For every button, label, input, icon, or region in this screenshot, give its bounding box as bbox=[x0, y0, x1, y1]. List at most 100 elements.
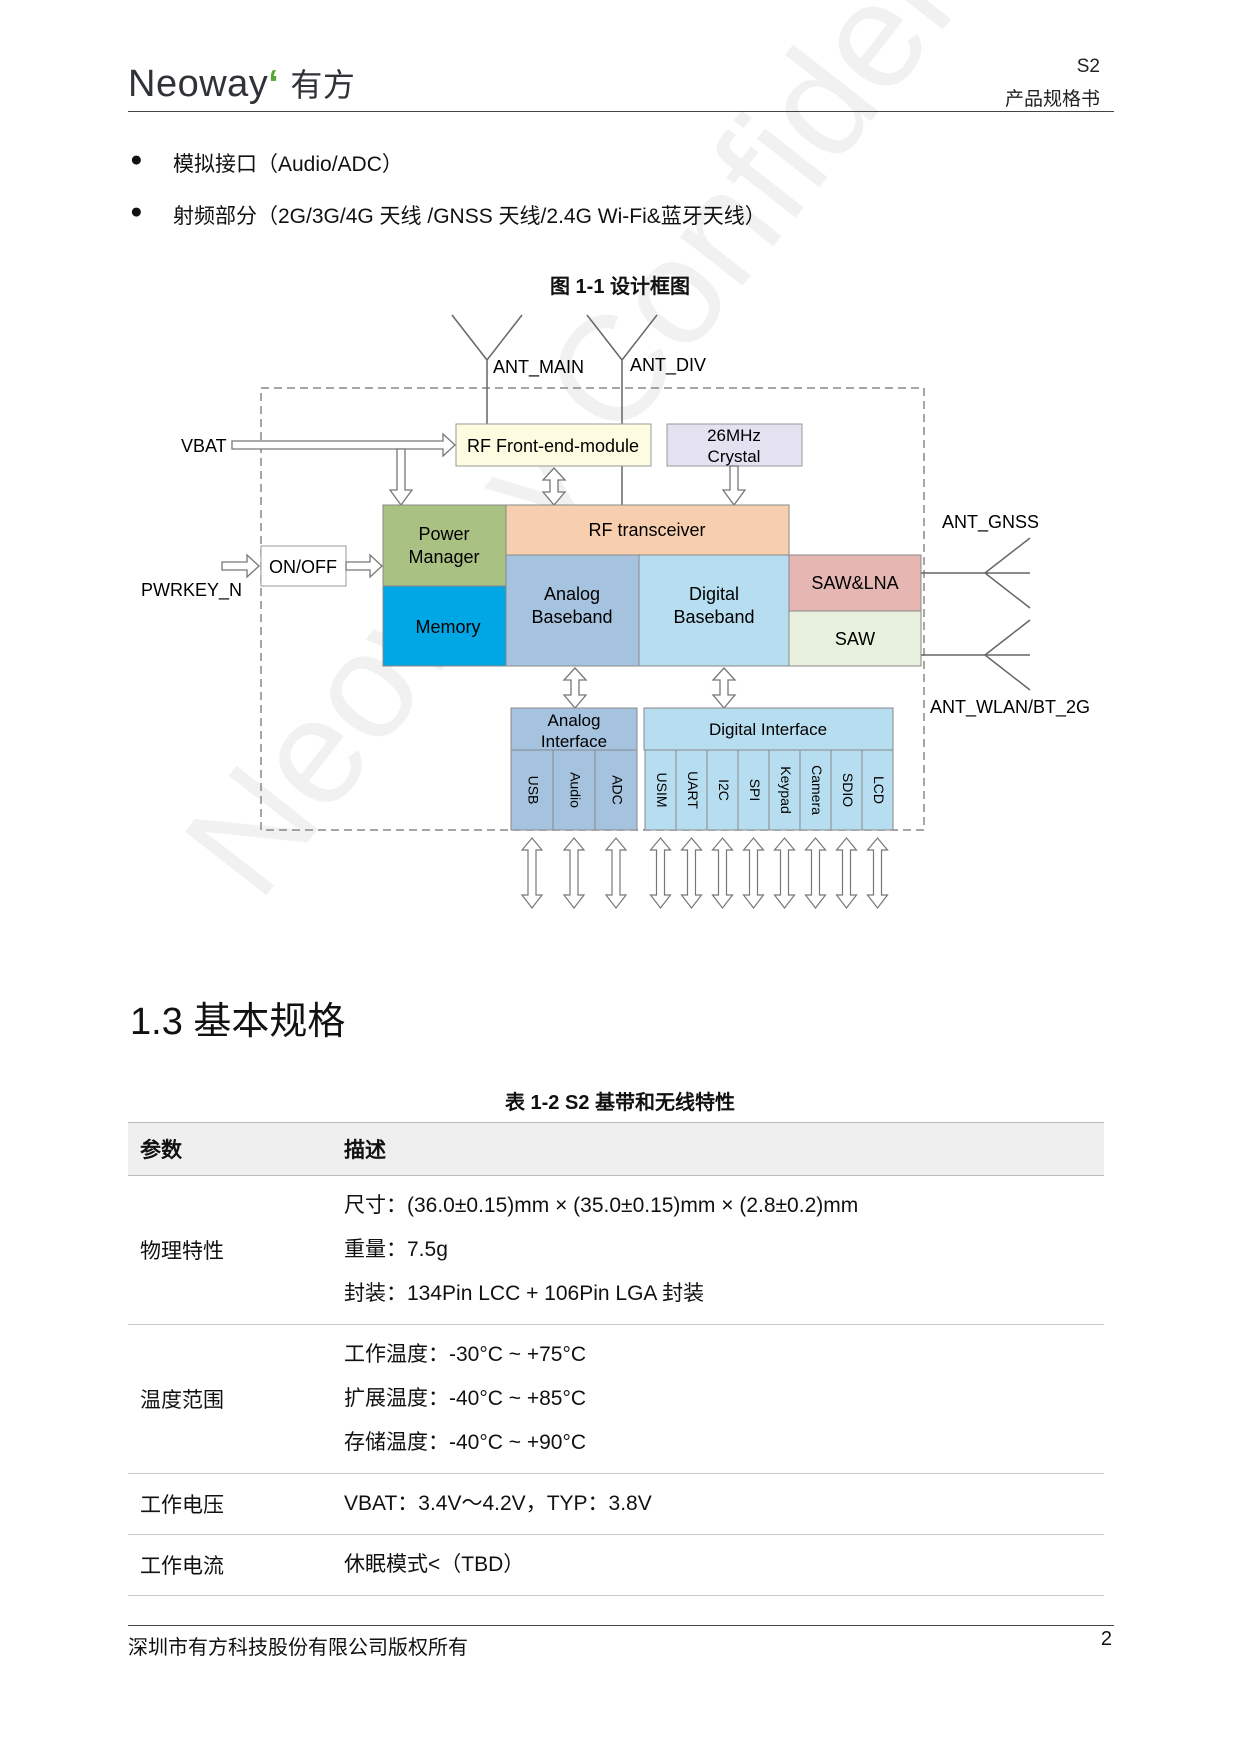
logo-text: Neoway bbox=[128, 63, 269, 105]
analog-if-label-1: Analog bbox=[548, 711, 601, 730]
port-label: UART bbox=[685, 771, 701, 809]
logo-accent-icon: ‘ bbox=[268, 63, 280, 105]
row-desc: 尺寸：(36.0±0.15)mm × (35.0±0.15)mm × (2.8±… bbox=[332, 1175, 1104, 1325]
port-label: Keypad bbox=[778, 766, 794, 813]
row-param: 物理特性 bbox=[128, 1175, 332, 1325]
desc-line: 尺寸：(36.0±0.15)mm × (35.0±0.15)mm × (2.8±… bbox=[344, 1194, 859, 1217]
port-cell bbox=[552, 749, 596, 831]
port-cell bbox=[737, 749, 770, 831]
row-param: 工作电压 bbox=[128, 1473, 332, 1535]
digital-baseband-block bbox=[638, 554, 790, 667]
header-desc: 描述 bbox=[332, 1122, 1104, 1176]
ant-main-label: ANT_MAIN bbox=[493, 357, 584, 378]
company-logo: Neoway‘ 有方 bbox=[128, 60, 355, 106]
crystal-label-2: Crystal bbox=[708, 447, 761, 466]
digital-bb-label-2: Baseband bbox=[673, 607, 754, 627]
saw-label: SAW bbox=[835, 629, 875, 649]
desc-line: 封装：134Pin LCC + 106Pin LGA 封装 bbox=[344, 1282, 705, 1305]
port-io-arrow bbox=[742, 837, 765, 909]
desc-line: 重量：7.5g bbox=[344, 1238, 448, 1261]
rf-fem-label: RF Front-end-module bbox=[467, 436, 639, 456]
fem-transceiver-arrow bbox=[541, 467, 567, 507]
spec-table: 参数 描述 物理特性 尺寸：(36.0±0.15)mm × (35.0±0.15… bbox=[128, 1122, 1104, 1596]
port-io-arrow bbox=[804, 837, 827, 909]
desc-line: 存储温度：-40°C ~ +90°C bbox=[344, 1431, 587, 1454]
power-label-1: Power bbox=[418, 524, 469, 544]
digital-bb-label-1: Digital bbox=[689, 584, 739, 604]
ant-div-icon bbox=[586, 314, 658, 505]
vbat-arrow bbox=[231, 432, 456, 458]
desc-line: 工作温度：-30°C ~ +75°C bbox=[344, 1343, 587, 1366]
table-row: 工作电流 休眠模式<（TBD） bbox=[128, 1534, 1104, 1596]
port-cell bbox=[594, 749, 638, 831]
row-desc: 工作温度：-30°C ~ +75°C 扩展温度：-40°C ~ +85°C 存储… bbox=[332, 1324, 1104, 1474]
ant-gnss-icon bbox=[921, 537, 1031, 609]
port-cell bbox=[510, 749, 554, 831]
analog-if-label-2: Interface bbox=[541, 732, 607, 751]
desc-line: VBAT：3.4V～4.2V，TYP：3.8V bbox=[344, 1492, 652, 1515]
table-caption: 表 1-2 S2 基带和无线特性 bbox=[504, 1092, 736, 1114]
memory-block bbox=[382, 585, 507, 667]
analog-baseband-block bbox=[505, 554, 640, 667]
port-label: USB bbox=[525, 776, 541, 805]
crystal-block bbox=[666, 423, 803, 467]
ant-main-icon bbox=[451, 314, 523, 425]
bullet-dot: ● bbox=[130, 148, 143, 171]
port-label: I2C bbox=[716, 779, 732, 801]
port-label: Camera bbox=[809, 765, 825, 815]
port-label: SDIO bbox=[840, 773, 856, 807]
port-label: USIM bbox=[654, 773, 670, 808]
port-io-arrow bbox=[649, 837, 672, 909]
analog-interface-block bbox=[510, 707, 638, 751]
table-row: 工作电压 VBAT：3.4V～4.2V，TYP：3.8V bbox=[128, 1473, 1104, 1535]
port-io-arrow bbox=[711, 837, 734, 909]
logo-cn: 有方 bbox=[290, 66, 356, 104]
rf-fem-block bbox=[455, 423, 652, 467]
header-divider bbox=[128, 111, 1114, 112]
row-desc: VBAT：3.4V～4.2V，TYP：3.8V bbox=[332, 1473, 1104, 1535]
footer-divider bbox=[128, 1625, 1114, 1626]
ant-wlan-label: ANT_WLAN/BT_2G bbox=[930, 697, 1090, 718]
port-io-arrow bbox=[520, 837, 544, 909]
page-number: 2 bbox=[1100, 1628, 1112, 1650]
section-title: 1.3 基本规格 bbox=[130, 1001, 346, 1043]
port-label: LCD bbox=[871, 776, 887, 804]
digital-if-label: Digital Interface bbox=[709, 720, 827, 739]
design-block-diagram: ANT_MAIN ANT_DIV VBAT RF Front-end-modul… bbox=[141, 314, 1090, 909]
bullet-item: 射频部分（2G/3G/4G 天线 /GNSS 天线/2.4G Wi-Fi&蓝牙天… bbox=[173, 205, 766, 228]
onoff-label: ON/OFF bbox=[269, 557, 337, 577]
port-io-arrow bbox=[773, 837, 796, 909]
crystal-transceiver-arrow bbox=[721, 465, 747, 507]
port-io-arrow bbox=[835, 837, 858, 909]
header-param: 参数 bbox=[128, 1122, 332, 1176]
onoff-arrow bbox=[345, 553, 383, 579]
pwrkey-label: PWRKEY_N bbox=[141, 580, 242, 601]
ant-wlan-icon bbox=[921, 619, 1031, 691]
port-label: SPI bbox=[747, 779, 763, 802]
desc-line: 扩展温度：-40°C ~ +85°C bbox=[344, 1387, 587, 1410]
port-cell bbox=[768, 749, 801, 831]
table-row: 物理特性 尺寸：(36.0±0.15)mm × (35.0±0.15)mm × … bbox=[128, 1175, 1104, 1325]
port-io-arrow bbox=[562, 837, 586, 909]
port-cell bbox=[861, 749, 894, 831]
vbat-label: VBAT bbox=[181, 436, 227, 456]
ant-gnss-label: ANT_GNSS bbox=[942, 512, 1039, 533]
row-desc: 休眠模式<（TBD） bbox=[332, 1534, 1104, 1596]
digital-ports: USIM UART I2C SPI Keypad Camera SDIO LCD bbox=[644, 749, 894, 831]
port-io-arrow bbox=[604, 837, 628, 909]
port-io-arrow bbox=[866, 837, 889, 909]
port-label: ADC bbox=[609, 775, 625, 805]
bullet-item: 模拟接口（Audio/ADC） bbox=[173, 153, 403, 176]
vbat-down-arrow bbox=[388, 448, 414, 507]
analog-bb-label-2: Baseband bbox=[531, 607, 612, 627]
header-product: S2 bbox=[1076, 56, 1100, 77]
crystal-label-1: 26MHz bbox=[707, 426, 761, 445]
digital-interface-block bbox=[643, 707, 894, 751]
analog-ports: USB Audio ADC bbox=[510, 749, 638, 831]
saw-block bbox=[788, 610, 922, 667]
port-label: Audio bbox=[567, 772, 583, 808]
row-param: 温度范围 bbox=[128, 1324, 332, 1474]
digital-bb-interface-arrow bbox=[711, 667, 737, 710]
analog-bb-interface-arrow bbox=[562, 667, 588, 710]
pwrkey-arrow bbox=[221, 553, 260, 579]
